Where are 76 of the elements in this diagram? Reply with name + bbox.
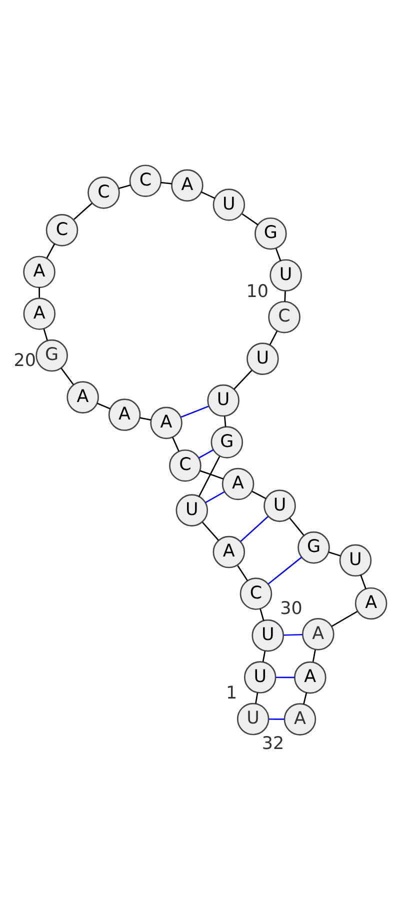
node-circle: U (270, 258, 302, 291)
connector (205, 490, 225, 503)
connector (201, 190, 216, 198)
node-circle: U (207, 384, 240, 416)
node-circle: C (88, 176, 120, 208)
connector (200, 470, 224, 479)
node-circle: A (222, 467, 254, 500)
node-label: 32 (262, 733, 284, 754)
node-circle: A (294, 660, 326, 694)
connector (255, 692, 258, 704)
connector (275, 248, 282, 260)
node-circle: U (252, 618, 284, 652)
node-circle: A (23, 297, 56, 330)
connector (312, 649, 316, 662)
connector (269, 330, 278, 344)
node-circle: G (36, 338, 68, 372)
connector (328, 551, 340, 556)
node-circle: U (339, 544, 372, 576)
node-label: 30 (280, 598, 302, 618)
node-circle: A (108, 398, 141, 430)
connector (160, 181, 172, 184)
connector (180, 405, 209, 418)
node-circle: A (23, 255, 56, 288)
connector (97, 402, 110, 409)
connector (331, 610, 358, 626)
node-circle: A (354, 586, 388, 620)
node-circle: G (298, 530, 330, 564)
connector (289, 517, 304, 536)
connector (242, 212, 258, 225)
node-circle: U (264, 489, 296, 522)
connector (38, 287, 40, 298)
connector (284, 633, 303, 636)
node-circle: U (244, 660, 276, 693)
connector (276, 676, 295, 678)
node-label: 20 (14, 350, 36, 371)
connector (198, 456, 220, 496)
connector (360, 574, 366, 589)
connector (172, 436, 180, 451)
node-circle: U (246, 342, 279, 374)
node-circle: G (254, 216, 287, 250)
node-circle: C (129, 164, 162, 196)
node-circle: C (268, 300, 300, 333)
connector (198, 448, 214, 458)
node-label: 1 (226, 683, 238, 704)
node-circle: U (176, 494, 208, 526)
connector (240, 515, 268, 542)
node-circle: A (150, 406, 182, 439)
connector (140, 416, 151, 420)
node-circle: A (284, 702, 316, 735)
node-circle: G (210, 426, 244, 458)
connector (303, 692, 308, 704)
connector (202, 521, 219, 540)
node-circle: U (212, 188, 246, 220)
connector (237, 564, 248, 580)
connector (252, 490, 266, 499)
node-circle: C (169, 448, 202, 482)
connector (43, 328, 48, 340)
connector (224, 416, 226, 426)
connector (60, 367, 74, 385)
node-circle: A (212, 535, 246, 568)
connector (260, 608, 264, 620)
node-label: 10 (246, 281, 269, 302)
node-circle: A (302, 618, 334, 650)
node-circle: U (236, 702, 270, 735)
connector (262, 650, 266, 662)
connector (46, 243, 56, 258)
connector (268, 718, 284, 720)
node-circle: A (171, 168, 204, 202)
connector (284, 290, 286, 302)
connector (234, 370, 252, 390)
node-circle: C (240, 577, 272, 610)
connector (118, 184, 131, 189)
node-circle: A (66, 380, 99, 413)
node-circle: C (46, 214, 78, 246)
connector (74, 202, 92, 220)
connector (268, 556, 302, 584)
